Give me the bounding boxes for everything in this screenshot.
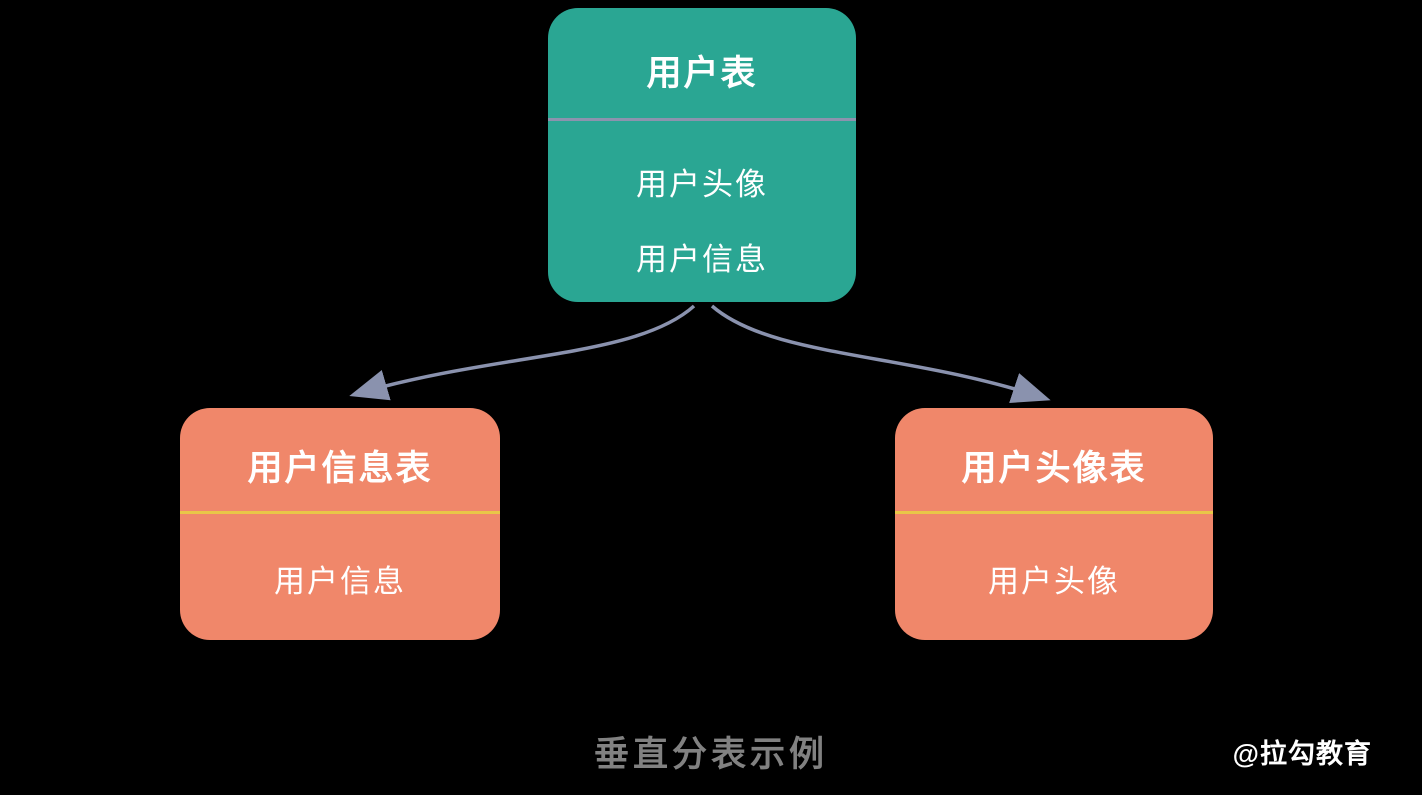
node-user-info-table: 用户信息表 用户信息 <box>180 408 500 640</box>
node-user-avatar-table: 用户头像表 用户头像 <box>895 408 1213 640</box>
table-header-divider <box>548 118 856 121</box>
node-user-avatar-table-title: 用户头像表 <box>961 449 1147 488</box>
node-user-table-field: 用户信息 <box>636 242 768 277</box>
node-user-info-table-field: 用户信息 <box>274 564 406 599</box>
node-user-avatar-table-field: 用户头像 <box>988 564 1120 599</box>
table-header-divider <box>895 511 1213 514</box>
node-user-table-field: 用户头像 <box>636 167 768 202</box>
node-user-table: 用户表 用户头像 用户信息 <box>548 8 856 302</box>
arrow-to-user-info-table <box>349 304 696 401</box>
node-user-info-table-title: 用户信息表 <box>247 449 433 488</box>
diagram-caption: 垂直分表示例 <box>593 735 828 774</box>
arrow-to-user-avatar-table <box>710 304 1051 403</box>
node-user-table-title: 用户表 <box>646 54 758 93</box>
watermark-label: @拉勾教育 <box>1232 739 1372 769</box>
table-header-divider <box>180 511 500 514</box>
